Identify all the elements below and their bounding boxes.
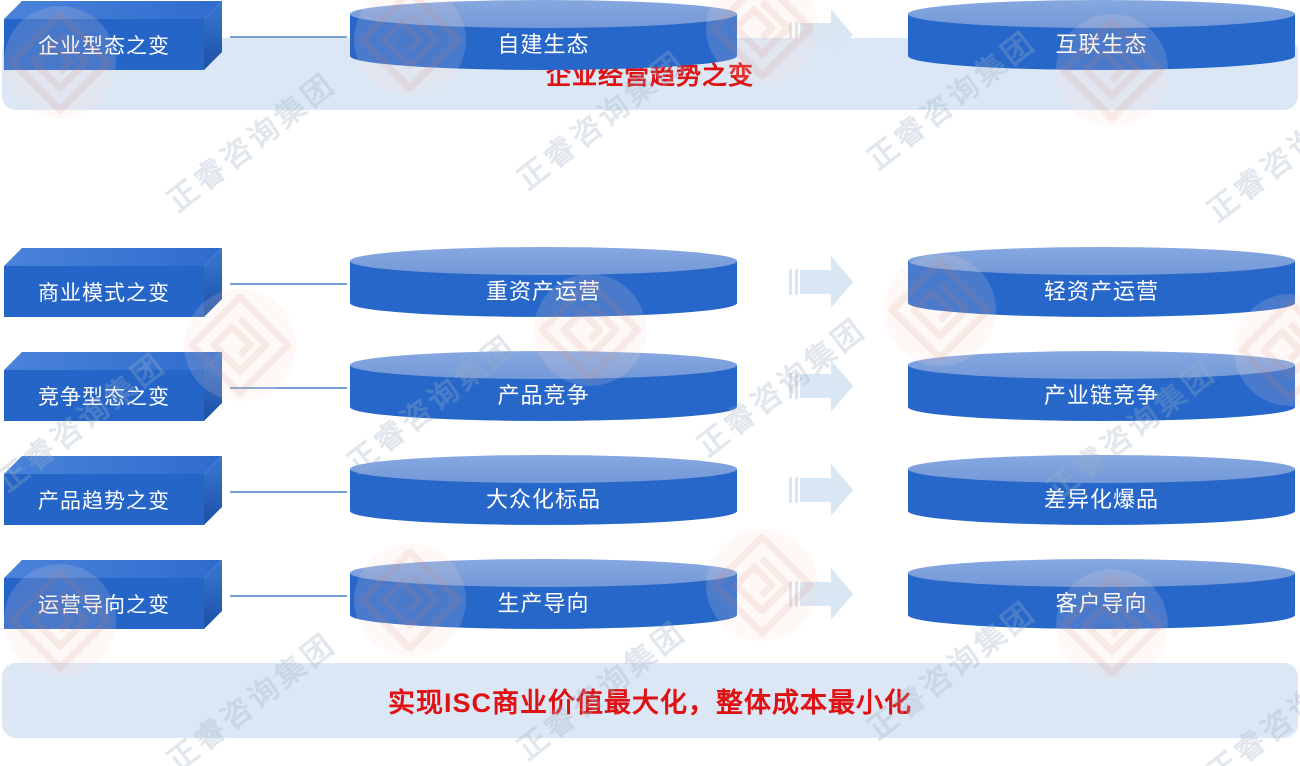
from-label: 自建生态 [497,32,590,57]
connector-line [230,36,347,38]
category-box: 产品趋势之变 [4,456,222,525]
to-label: 客户导向 [1055,591,1148,616]
from-label: 重资产运营 [485,279,601,304]
category-label: 竞争型态之变 [38,385,170,409]
to-cylinder: 客户导向 [908,559,1295,629]
category-label: 企业型态之变 [38,34,170,58]
category-box: 企业型态之变 [4,1,222,70]
box-top-face [4,248,222,266]
category-label: 产品趋势之变 [38,489,170,513]
to-label: 产业链竞争 [1043,383,1159,408]
trend-row: 运营导向之变 生产导向 客户导向 [0,559,1300,631]
from-cylinder: 产品竞争 [350,351,737,421]
trend-row: 企业型态之变 自建生态 互联生态 [0,0,1300,72]
connector-line [230,491,347,493]
box-front-face [4,266,204,317]
arrow-right-icon [789,464,853,516]
from-label: 产品竞争 [497,383,590,408]
trend-row: 竞争型态之变 产品竞争 产业链竞争 [0,351,1300,423]
from-label: 生产导向 [497,591,590,616]
category-label: 运营导向之变 [38,593,170,617]
footer-statement: 实现ISC商业价值最大化，整体成本最小化 [387,688,912,718]
to-label: 差异化爆品 [1043,487,1159,512]
from-cylinder: 生产导向 [350,559,737,629]
category-box: 运营导向之变 [4,560,222,629]
connector-line [230,283,347,285]
connector-line [230,595,347,597]
category-label: 商业模式之变 [38,281,170,305]
arrow-right-icon [789,256,853,308]
from-label: 大众化标品 [485,487,601,512]
to-cylinder: 互联生态 [908,0,1295,70]
trend-row: 产品趋势之变 大众化标品 差异化爆品 [0,455,1300,527]
category-box: 商业模式之变 [4,248,222,317]
to-cylinder: 轻资产运营 [908,247,1295,317]
trend-row: 商业模式之变 重资产运营 轻资产运营 [0,247,1300,319]
box-side-face [204,248,222,317]
from-cylinder: 大众化标品 [350,455,737,525]
to-label: 互联生态 [1055,32,1148,57]
arrow-right-icon [789,360,853,412]
to-label: 轻资产运营 [1043,279,1159,304]
from-cylinder: 自建生态 [350,0,737,70]
from-cylinder: 重资产运营 [350,247,737,317]
arrow-right-icon [789,9,853,61]
arrow-right-icon [789,568,853,620]
to-cylinder: 产业链竞争 [908,351,1295,421]
footer-banner: 实现ISC商业价值最大化，整体成本最小化 [2,663,1298,738]
to-cylinder: 差异化爆品 [908,455,1295,525]
connector-line [230,387,347,389]
category-box: 竞争型态之变 [4,352,222,421]
